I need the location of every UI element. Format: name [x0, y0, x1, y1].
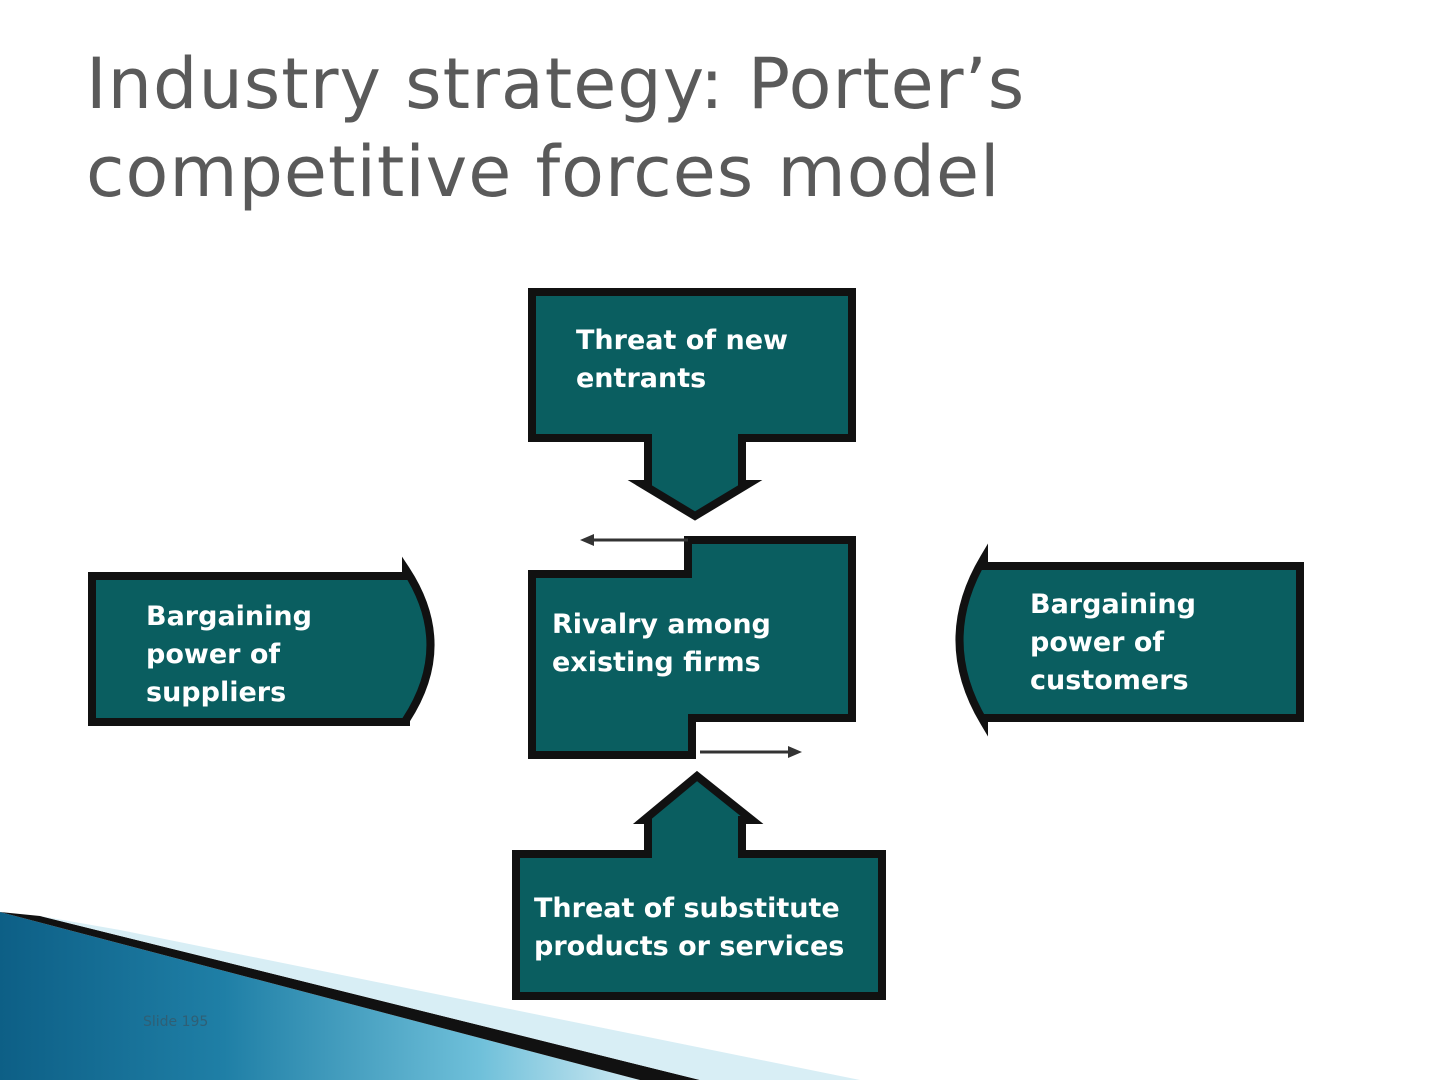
threat-new-entrants-box — [528, 288, 856, 521]
slide-title: Industry strategy: Porter’s competitive … — [86, 40, 1286, 216]
slide-footer-text: Slide 195 — [143, 1014, 209, 1030]
title-line-1: Industry strategy: Porter’s — [86, 43, 1026, 125]
rivalry-label: Rivalry among existing firms — [552, 609, 771, 678]
suppliers-label: Bargaining power of suppliers — [146, 601, 312, 708]
rivalry-center-box — [528, 536, 856, 759]
corner-swoosh-decoration — [0, 912, 860, 1080]
rivalry-arrow-top-left — [580, 534, 688, 546]
customers-box — [955, 543, 1304, 737]
suppliers-box — [88, 556, 435, 726]
title-line-2: competitive forces model — [86, 131, 1001, 213]
substitutes-label: Threat of substitute products or service… — [534, 893, 845, 962]
customers-label: Bargaining power of customers — [1030, 589, 1196, 696]
substitutes-box — [512, 770, 886, 1000]
threat-new-entrants-label: Threat of new entrants — [576, 325, 788, 394]
rivalry-arrow-bottom-right — [700, 746, 802, 758]
